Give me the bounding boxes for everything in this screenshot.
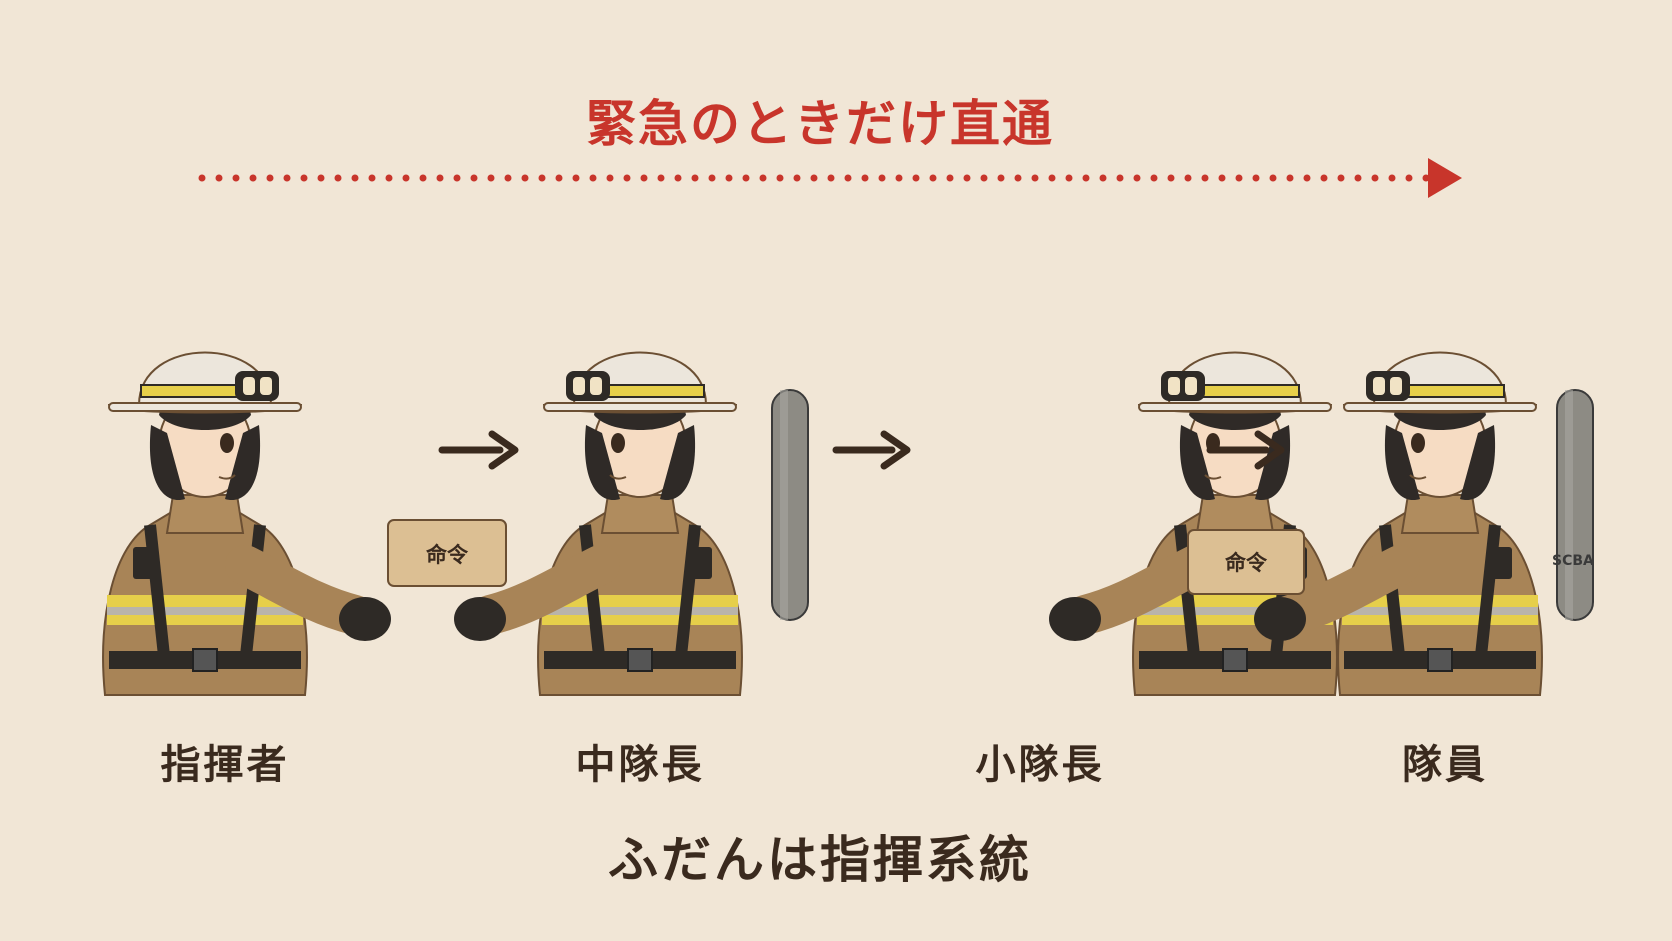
role-label-platoon-leader: 小隊長	[975, 742, 1105, 788]
command-card: 命令	[1187, 529, 1305, 595]
arrow-right-icon	[832, 430, 911, 470]
arrow-right-icon	[438, 430, 519, 470]
role-label-company-leader: 中隊長	[575, 742, 705, 788]
firefighter-figure	[454, 353, 809, 696]
arrow-right-icon	[1206, 430, 1285, 470]
role-label-commander: 指揮者	[160, 742, 290, 788]
command-card-text: 命令	[426, 543, 469, 567]
command-card-text: 命令	[1225, 551, 1268, 575]
firefighter-figure	[1049, 353, 1337, 696]
firefighter-figure: SCBA	[1254, 353, 1594, 696]
normal-chain-title: ふだんは指揮系統	[608, 831, 1032, 889]
firefighter-figure	[103, 353, 391, 696]
emergency-title: 緊急のときだけ直通	[586, 95, 1054, 153]
command-card: 命令	[387, 519, 507, 587]
role-label-member: 隊員	[1402, 742, 1488, 788]
tank-label: SCBA	[1552, 553, 1594, 569]
dotted-arrow-icon	[198, 158, 1462, 198]
